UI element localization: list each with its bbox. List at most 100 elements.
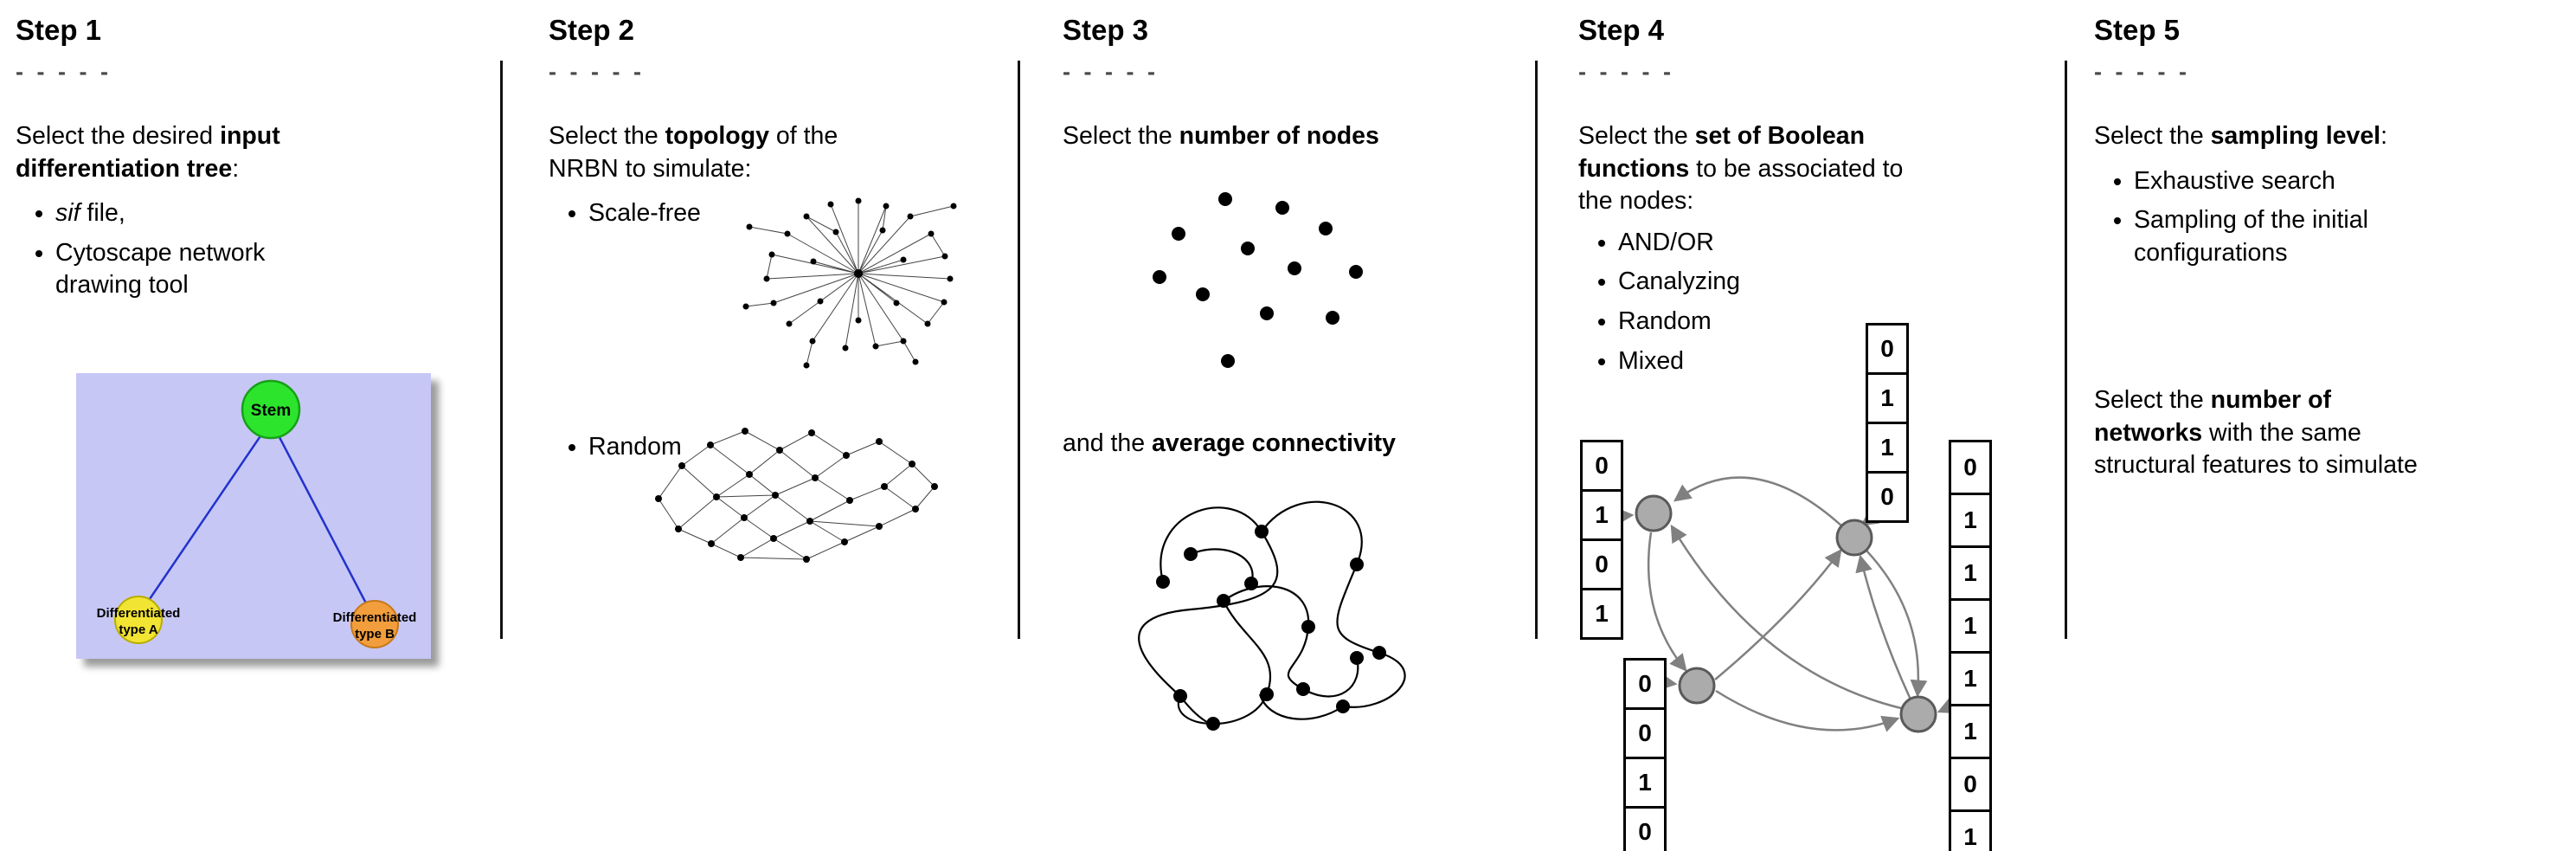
bullet-exhaustive-search: Exhaustive search	[2134, 165, 2568, 198]
text-segment: drawing tool	[55, 271, 189, 300]
network-node	[1899, 695, 1937, 733]
tree-edge-a	[137, 420, 273, 616]
step5-bullets: Exhaustive search Sampling of the initia…	[2094, 165, 2568, 270]
differentiation-tree-graphic: Stem Differentiated type A Differentiate…	[76, 373, 431, 659]
stem-node	[241, 379, 301, 440]
bullet-cytoscape: Cytoscape network drawing tool	[55, 237, 500, 302]
connectivity-tangle-graphic	[1138, 500, 1406, 731]
differentiated-type-a-node	[114, 596, 163, 644]
text-segment: topology	[665, 122, 769, 150]
truth-table-cell: 1	[1623, 757, 1667, 809]
text-segment: Select the desired	[16, 122, 221, 150]
bullet-and-or: AND/OR	[1618, 227, 2063, 260]
text-segment: Scale-free	[588, 199, 701, 228]
text-segment: differentiation tree	[16, 154, 233, 183]
column-divider	[1535, 61, 1538, 639]
truth-table-cell: 1	[1949, 704, 1992, 759]
random-network-graphic	[655, 428, 938, 563]
type-b-label-line2: type B	[355, 627, 395, 641]
random-edges	[658, 430, 935, 560]
text-segment: Select the	[549, 122, 665, 150]
text-segment: configurations	[2134, 238, 2288, 267]
text-segment: Exhaustive search	[2134, 166, 2335, 195]
column-divider	[2065, 61, 2067, 639]
text-segment: Select the	[2094, 386, 2211, 414]
text-segment: Random	[588, 433, 682, 461]
step1-dashes: - - - - -	[16, 59, 112, 85]
bullet-random: Random	[588, 431, 682, 464]
bullet-sampling: Sampling of the initial configurations	[2134, 204, 2568, 269]
text-segment: set of Boolean	[1694, 122, 1866, 150]
text-segment: to be associated to	[1689, 154, 1904, 183]
truth-table-cell: 0	[1866, 323, 1909, 375]
network-arrows	[1616, 476, 1957, 732]
text-segment: sif	[55, 199, 80, 228]
text-segment: and the	[1063, 429, 1153, 457]
text-segment: number of nodes	[1179, 122, 1379, 150]
step5-title: Step 5	[2094, 14, 2181, 46]
scale-free-nodes	[742, 197, 957, 369]
bullet-scale-free: Scale-free	[588, 197, 1016, 230]
text-segment: Mixed	[1618, 346, 1685, 375]
text-segment: Select the	[1578, 122, 1695, 150]
text-segment: Sampling of the initial	[2134, 206, 2368, 235]
step3-column: Step 3 - - - - - Select the number of no…	[1063, 14, 1533, 845]
text-segment: NRBN to simulate:	[549, 154, 752, 183]
truth-table-cell: 0	[1623, 806, 1667, 851]
column-divider	[500, 61, 503, 639]
truth-table-cell: 1	[1580, 588, 1623, 640]
step2-bullets-scalefree: Scale-free	[549, 197, 1016, 230]
text-segment: Select the	[1063, 122, 1179, 150]
tangle-curves	[1138, 500, 1406, 726]
text-segment: structural features to simulate	[2094, 451, 2418, 480]
step5-dashes: - - - - -	[2094, 59, 2190, 85]
truth-table-cell: 1	[1866, 372, 1909, 424]
truth-table-bottom: 0 0 1 0	[1623, 658, 1667, 851]
text-segment: networks	[2094, 418, 2203, 447]
step2-title: Step 2	[549, 14, 635, 46]
text-segment: Cytoscape network	[55, 238, 266, 267]
truth-table-right: 0 1 1 1 1 1 0 1	[1949, 440, 1992, 851]
step4-dashes: - - - - -	[1578, 59, 1674, 85]
step4-title: Step 4	[1578, 14, 1665, 46]
differentiated-type-b-node	[350, 600, 399, 648]
tree-edge-b	[269, 420, 376, 621]
truth-table-cell: 1	[1949, 545, 1992, 601]
truth-table-cell: 1	[1949, 598, 1992, 654]
network-nodes	[1635, 494, 1937, 733]
scale-free-network-graphic	[742, 197, 957, 369]
step2-bullets-random: Random	[549, 431, 682, 471]
bullet-random-functions: Random	[1618, 306, 2063, 338]
step3-title: Step 3	[1063, 14, 1149, 46]
text-segment: the nodes:	[1578, 187, 1694, 216]
step1-column: Step 1 - - - - - Select the desired inpu…	[16, 14, 500, 845]
step2-dashes: - - - - -	[549, 59, 645, 85]
text-segment: file,	[80, 199, 125, 228]
step1-intro: Select the desired input differentiation …	[16, 120, 500, 185]
step4-column: Step 4 - - - - - Select the set of Boole…	[1578, 14, 2063, 851]
truth-table-cell: 0	[1623, 658, 1667, 710]
nodes-scatter-graphic	[1153, 192, 1363, 368]
truth-table-cell: 0	[1949, 440, 1992, 495]
truth-table-cell: 0	[1949, 757, 1992, 812]
truth-table-cell: 0	[1866, 471, 1909, 523]
network-node	[1678, 667, 1716, 705]
step2-column: Step 2 - - - - - Select the topology of …	[549, 14, 1016, 845]
truth-table-cell: 1	[1949, 493, 1992, 548]
text-segment: input	[220, 122, 280, 150]
truth-table-left: 0 1 0 1	[1580, 440, 1623, 640]
truth-table-cell: 0	[1580, 440, 1623, 492]
truth-table-cell: 0	[1623, 707, 1667, 759]
step3-average-connectivity-text: and the average connectivity	[1063, 428, 1396, 461]
type-a-label-line1: Differentiated	[97, 606, 181, 621]
scatter-dots	[1153, 192, 1363, 368]
truth-table-cell: 1	[1949, 651, 1992, 706]
text-segment: of the	[768, 122, 838, 150]
bullet-canalyzing: Canalyzing	[1618, 266, 2063, 299]
column-divider	[1018, 61, 1020, 639]
step5-intro: Select the sampling level:	[2094, 120, 2568, 153]
text-segment: :	[232, 154, 240, 183]
